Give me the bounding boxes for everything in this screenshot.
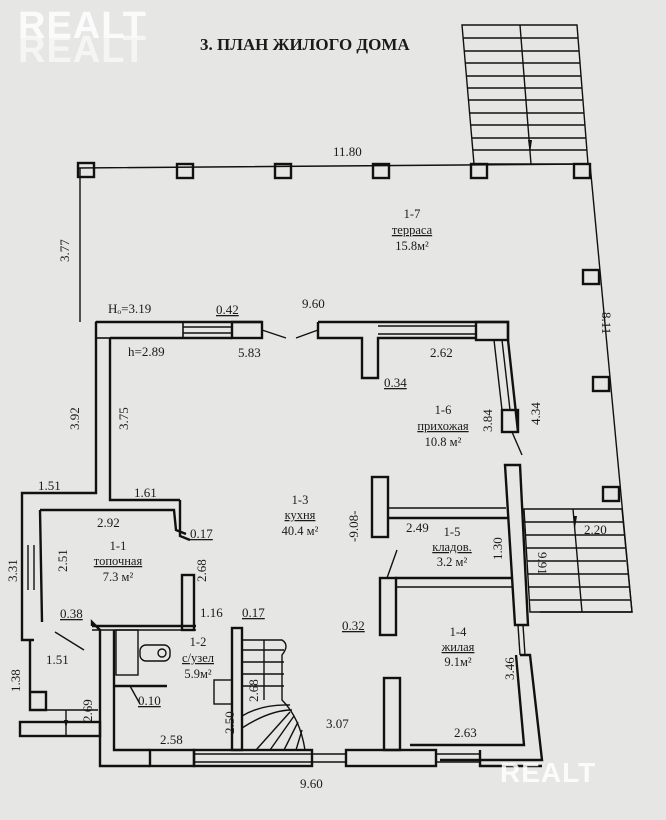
plan-title: 3. ПЛАН ЖИЛОГО ДОМА: [200, 35, 410, 54]
dim-left-1-51-top: 1.51: [38, 478, 61, 493]
dim-wc-0-10: 0.10: [138, 693, 161, 708]
room-label-1-4: 1-4 жилая 9.1м²: [441, 625, 475, 669]
room-id: 1-2: [190, 635, 207, 649]
dim-boiler-1-61: 1.61: [134, 485, 157, 500]
room-label-1-3: 1-3 кухня 40.4 м²: [282, 493, 319, 538]
room-area: 3.2 м²: [437, 555, 468, 569]
dim-left-2-69: 2.69: [80, 699, 95, 722]
terrace-outline: [77, 163, 633, 613]
room-area: 10.8 м²: [425, 435, 462, 449]
watermark-text-top: REALT: [18, 5, 147, 47]
dim-boiler-0-38: 0.38: [60, 606, 83, 621]
room-id: 1-6: [435, 403, 452, 417]
room-name: кладов.: [432, 540, 472, 554]
room-label-1-7: 1-7 терраса 15.8м²: [392, 207, 433, 253]
dimension-labels: 11.80 3.77 8.11 9.60 0.42 5.83 2.62 0.34…: [5, 144, 614, 791]
dim-left-3-92: 3.92: [67, 407, 82, 430]
dim-0-42: 0.42: [216, 302, 239, 317]
watermark-text-bottom: REALT: [500, 757, 596, 788]
dim-terrace-width: 11.80: [333, 144, 362, 159]
room-label-1-2: 1-2 с/узел 5.9м²: [182, 635, 214, 681]
room-label-1-6: 1-6 прихожая 10.8 м²: [417, 403, 469, 449]
room-id: 1-4: [450, 625, 467, 639]
dim-5-83: 5.83: [238, 345, 261, 360]
room-area: 40.4 м²: [282, 524, 319, 538]
room-id: 1-5: [444, 525, 461, 539]
dim-steps-9-91: 9.91: [535, 552, 550, 575]
dim-boiler-2-68: 2.68: [194, 559, 209, 582]
outer-height-label: Hₒ=3.19: [108, 301, 151, 316]
dim-boiler-2-92: 2.92: [97, 515, 120, 530]
room-name: жилая: [441, 640, 475, 654]
dim-boiler-2-51: 2.51: [55, 549, 70, 572]
dim-terrace-right: 8.11: [599, 312, 614, 334]
dim-pantry-2-49: 2.49: [406, 520, 429, 535]
interior-staircase: [241, 639, 306, 751]
dim-pantry-1-30: 1.30: [490, 537, 505, 560]
dim-living-3-07: 3.07: [326, 716, 349, 731]
dim-living-3-46: 3.46: [502, 657, 517, 680]
dim-hall-3-84: 3.84: [480, 409, 495, 432]
room-area: 5.9м²: [184, 667, 212, 681]
room-name: прихожая: [417, 419, 469, 433]
right-entrance-steps: [523, 508, 633, 613]
house-walls: [18, 320, 544, 768]
dim-house-width-top: 9.60: [302, 296, 325, 311]
dim-stair-2-50: 2.50: [222, 711, 237, 734]
dim-kitchen-9-08: -9.08-: [346, 511, 361, 542]
room-name: топочная: [94, 554, 143, 568]
room-label-1-1: 1-1 топочная 7.3 м²: [94, 539, 143, 584]
room-id: 1-7: [404, 207, 421, 221]
dim-left-3-75: 3.75: [116, 407, 131, 430]
dim-wall-0-32: 0.32: [342, 618, 365, 633]
dim-stair-2-68: 2.68: [246, 679, 261, 702]
room-name: с/узел: [182, 651, 214, 665]
top-entrance-steps: [461, 24, 589, 165]
dim-left-3-31: 3.31: [5, 559, 20, 582]
watermark-text-top-shadow: REALT: [18, 29, 147, 71]
room-area: 9.1м²: [444, 655, 472, 669]
terrace-columns: [76, 161, 621, 503]
dim-steps-2-20: 2.20: [584, 522, 607, 537]
dim-wc-2-58: 2.58: [160, 732, 183, 747]
dim-house-width-bottom: 9.60: [300, 776, 323, 791]
dim-wc-1-16: 1.16: [200, 605, 223, 620]
dim-living-2-63: 2.63: [454, 725, 477, 740]
room-id: 1-1: [110, 539, 127, 553]
dim-terrace-left: 3.77: [57, 239, 72, 262]
room-label-1-5: 1-5 кладов. 3.2 м²: [432, 525, 472, 569]
room-area: 15.8м²: [395, 239, 429, 253]
dim-2-62: 2.62: [430, 345, 453, 360]
dim-0-34: 0.34: [384, 375, 407, 390]
dim-boiler-0-17: 0.17: [190, 526, 213, 541]
watermark-logo-top: REALT REALT: [18, 5, 147, 71]
dim-left-1-38: 1.38: [8, 669, 23, 692]
room-name: кухня: [285, 508, 316, 522]
room-name: терраса: [392, 223, 433, 237]
room-id: 1-3: [292, 493, 309, 507]
dim-left-1-51-bottom: 1.51: [46, 652, 69, 667]
dim-hall-4-34: 4.34: [528, 402, 543, 425]
dim-stair-0-17: 0.17: [242, 605, 265, 620]
room-area: 7.3 м²: [103, 570, 134, 584]
inner-height-label: h=2.89: [128, 344, 165, 359]
